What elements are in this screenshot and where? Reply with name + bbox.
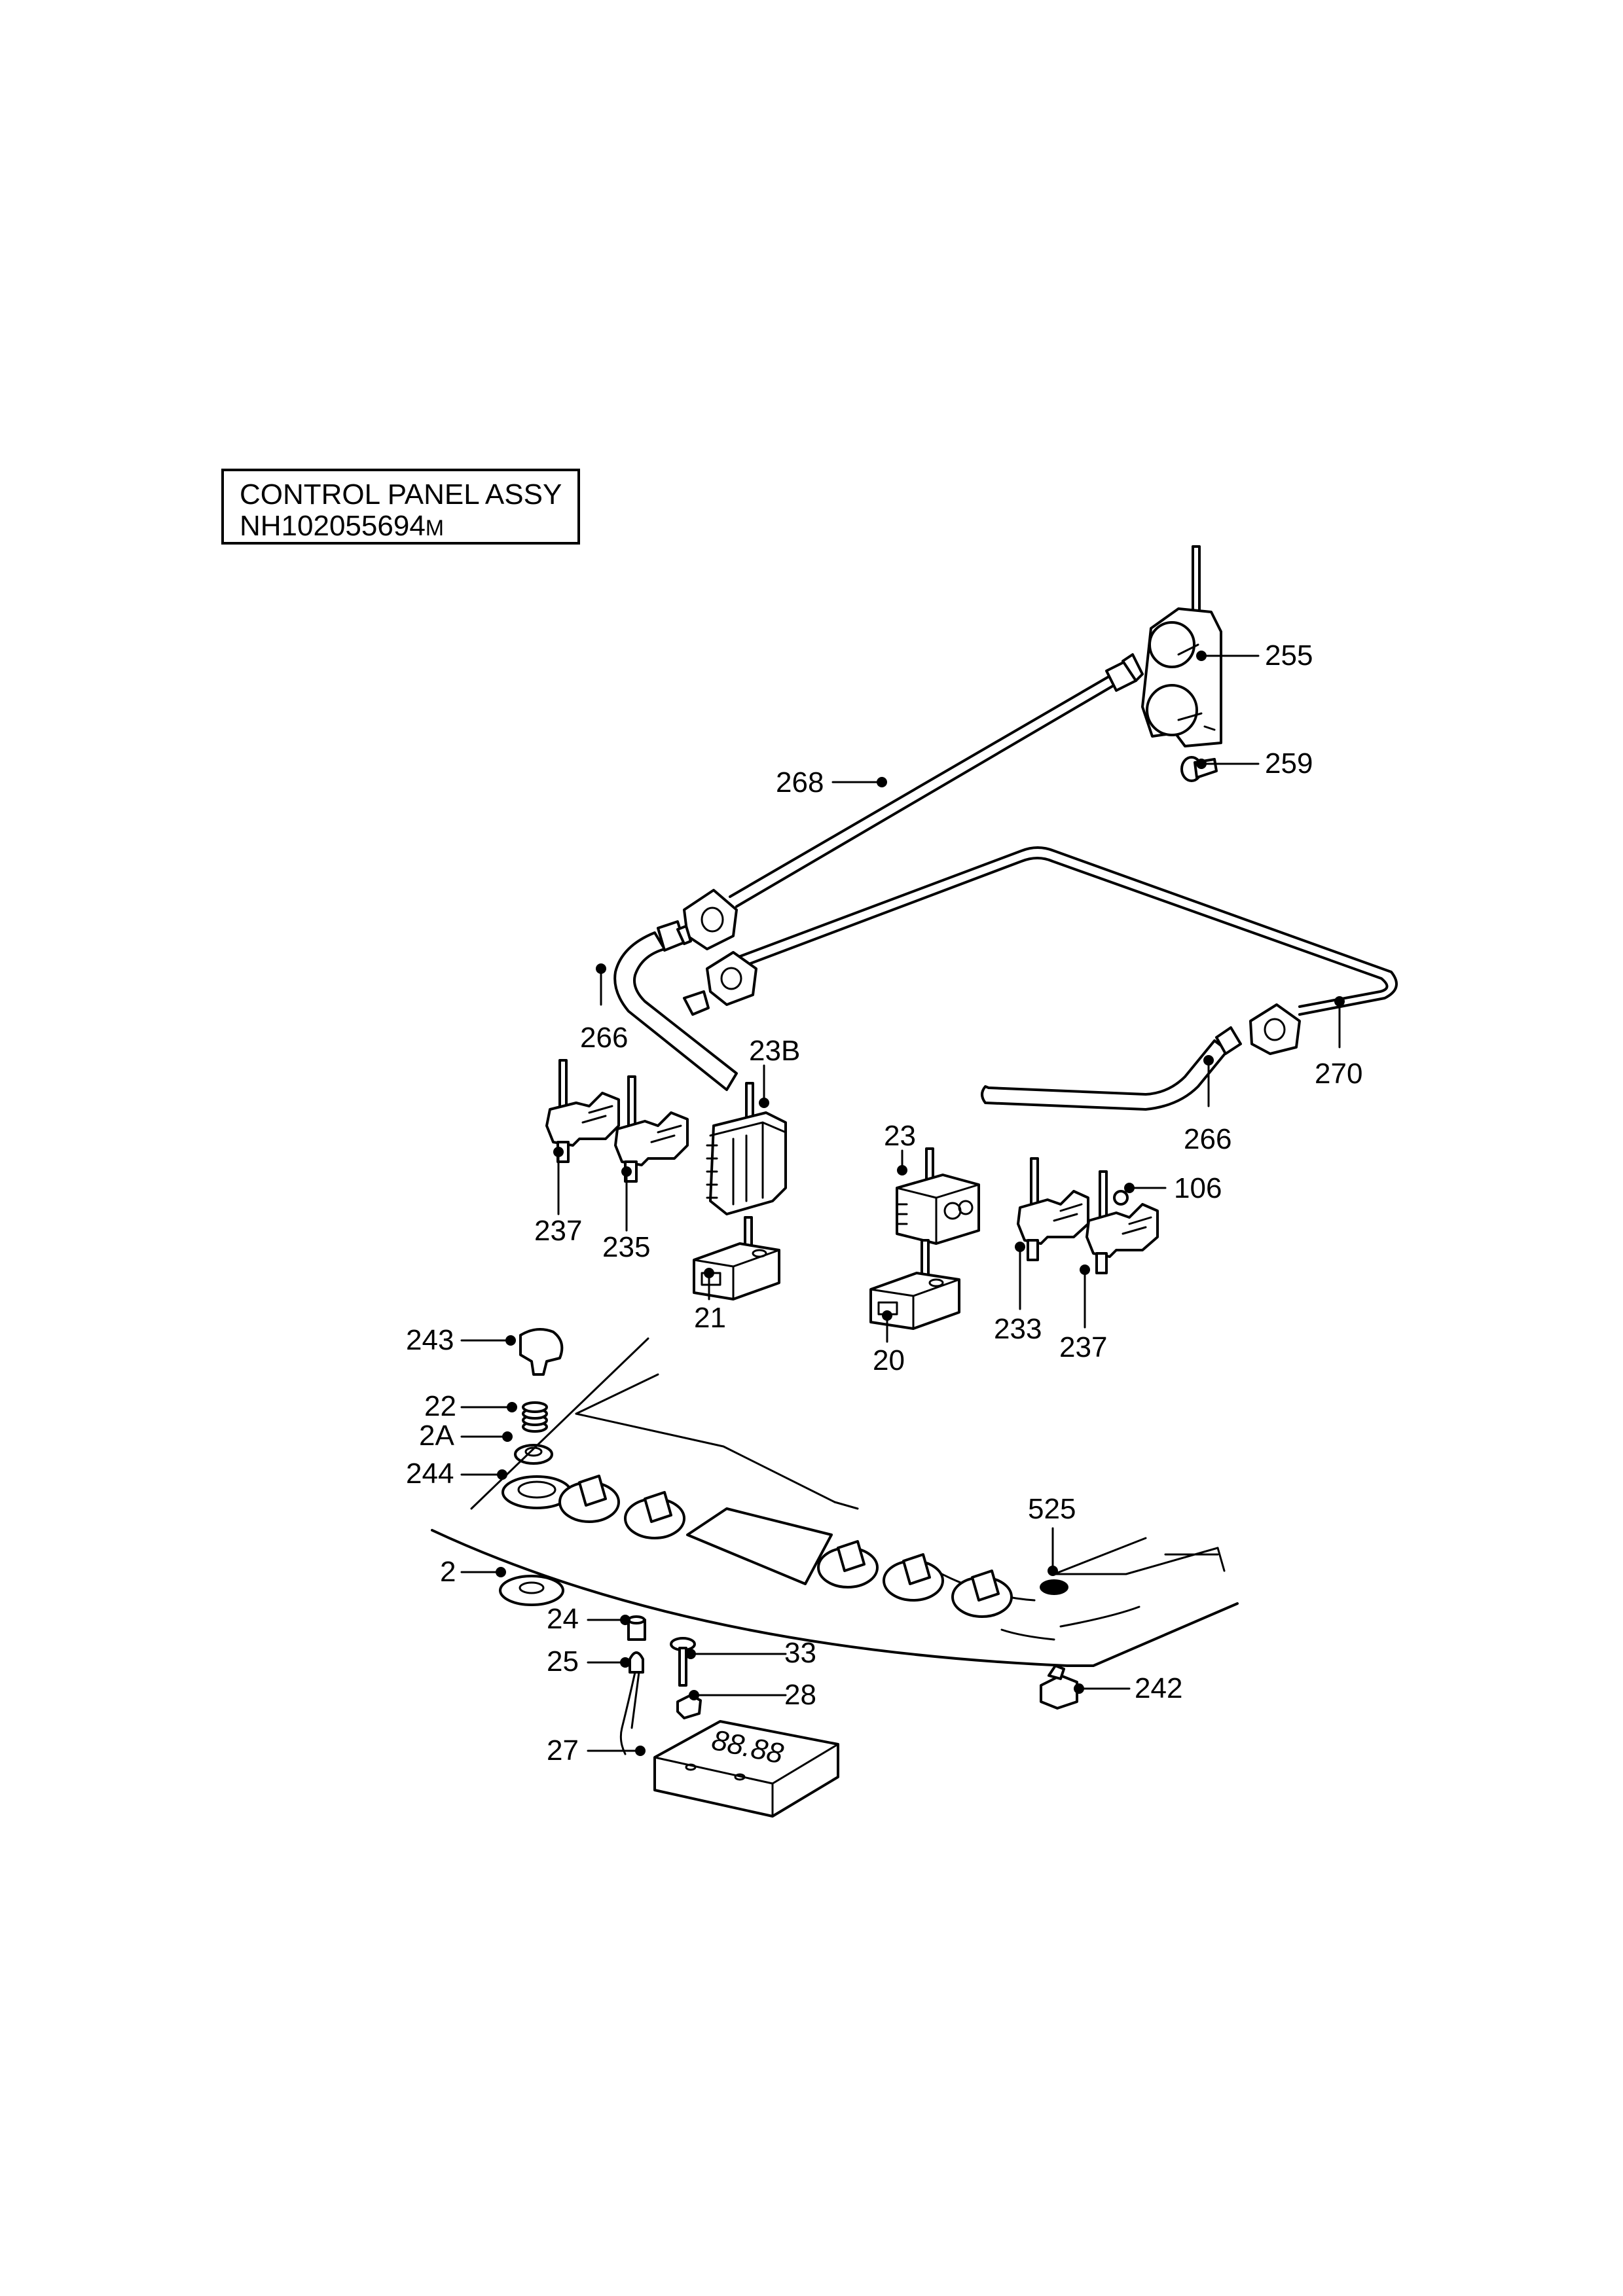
callout-label: 24 — [547, 1603, 579, 1635]
selector-switch-part — [896, 1147, 980, 1245]
callout-label: 259 — [1265, 747, 1313, 780]
callout-label: 235 — [602, 1231, 650, 1263]
lamp-holder-part — [627, 1615, 646, 1641]
diagram-title: CONTROL PANEL ASSY — [240, 478, 562, 511]
bezel-part — [499, 1575, 564, 1606]
callout-label: 23B — [749, 1035, 800, 1067]
gas-tap-part — [1085, 1170, 1159, 1274]
gas-tap-part — [545, 1059, 620, 1163]
part-number-main: NH102055694 — [240, 510, 426, 542]
energy-regulator-part — [693, 1216, 780, 1300]
microswitch-part — [1040, 1664, 1078, 1710]
gas-pipe-part — [981, 1026, 1242, 1111]
callout-label: 270 — [1315, 1058, 1362, 1090]
callout-label: 28 — [784, 1679, 816, 1711]
callout-leaders — [460, 651, 1345, 1756]
callout-label: 233 — [994, 1313, 1042, 1345]
fascia-knob — [558, 1475, 620, 1523]
digital-timer-part: 88.88 — [653, 1720, 839, 1818]
fascia-knob — [624, 1491, 685, 1539]
callout-labels: 255 259 268 266 23B 270 266 23 106 237 2… — [406, 639, 1362, 1767]
callout-label: 255 — [1265, 639, 1313, 672]
callout-label: 27 — [547, 1734, 579, 1767]
callout-label: 242 — [1135, 1672, 1182, 1704]
callout-label: 22 — [424, 1390, 456, 1422]
knob-part — [519, 1328, 564, 1376]
callout-label: 243 — [406, 1324, 454, 1356]
callout-label: 33 — [784, 1637, 816, 1669]
callout-label: 21 — [694, 1302, 726, 1334]
callout-label: 244 — [406, 1458, 454, 1490]
fascia-knob — [817, 1540, 879, 1588]
callout-label: 2 — [440, 1556, 456, 1588]
spring-part — [522, 1401, 548, 1433]
nut-part — [1113, 1190, 1129, 1206]
callout-label: 525 — [1028, 1493, 1076, 1525]
callout-label: 266 — [1184, 1123, 1231, 1155]
callout-label: 266 — [580, 1022, 628, 1054]
gas-pipe-part — [706, 846, 1398, 1055]
gas-pipe-part — [613, 920, 738, 1091]
part-number-suffix: M — [425, 516, 445, 541]
callout-label: 106 — [1174, 1172, 1222, 1204]
fascia-knob — [951, 1570, 1013, 1618]
callout-label: 268 — [776, 766, 824, 798]
callout-label: 2A — [419, 1420, 454, 1452]
callout-label: 25 — [547, 1645, 579, 1677]
energy-regulator-part — [869, 1239, 960, 1330]
callout-label: 237 — [534, 1215, 582, 1247]
title-box: CONTROL PANEL ASSY NH102055694M — [221, 469, 580, 545]
gas-pipe-part — [683, 653, 1144, 950]
callout-label: 20 — [873, 1344, 905, 1376]
callout-label: 23 — [884, 1120, 916, 1152]
lamp-part — [619, 1651, 644, 1755]
pin-part — [670, 1637, 696, 1687]
gas-tap-part — [1017, 1157, 1089, 1261]
selector-switch-part — [706, 1082, 787, 1215]
gas-tap-part — [614, 1075, 689, 1183]
part-number: NH102055694M — [240, 511, 577, 544]
callout-label: 237 — [1059, 1331, 1107, 1363]
fascia-knob — [883, 1553, 944, 1602]
gas-valve-part — [1141, 545, 1222, 747]
control-panel-fascia — [431, 1337, 1239, 1667]
push-button-part — [1040, 1579, 1068, 1595]
